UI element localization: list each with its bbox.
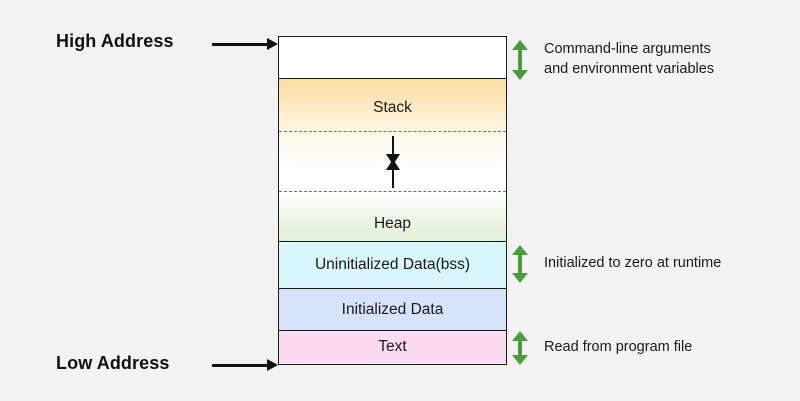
- annotation-text-segment: Read from program file: [512, 331, 692, 365]
- high-address-arrow-icon: [212, 38, 278, 50]
- arrow-tip-down: [512, 355, 528, 365]
- stack-limit-divider: [279, 131, 506, 132]
- annotation-bss: Initialized to zero at runtime: [512, 245, 721, 283]
- arrow-stem: [518, 254, 522, 274]
- segment-command-line-args: [279, 37, 506, 79]
- segment-label: Heap: [373, 215, 412, 232]
- segment-initialized-data: Initialized Data: [279, 289, 506, 331]
- segment-text: Text: [279, 331, 506, 363]
- arrow-tip-down: [512, 273, 528, 283]
- segment-label: Uninitialized Data(bss): [314, 256, 471, 273]
- segment-label: Initialized Data: [341, 300, 444, 318]
- arrow-stem: [391, 168, 395, 188]
- annotation-label: Read from program file: [544, 339, 693, 356]
- arrow-stem: [391, 136, 395, 156]
- arrow-head: [267, 359, 278, 371]
- arrow-head: [267, 38, 278, 50]
- arrow-shaft: [212, 364, 268, 367]
- arrow-tip-up: [512, 331, 528, 341]
- arrow-tip-down: [512, 70, 528, 80]
- arrow-shaft: [212, 43, 268, 46]
- double-arrow-icon: [512, 331, 528, 365]
- arrow-tip: [385, 159, 400, 170]
- annotation-label: Initialized to zero at runtime: [544, 255, 722, 272]
- segment-uninitialized-data-bss: Uninitialized Data(bss): [279, 242, 506, 289]
- arrow-stem: [518, 49, 522, 71]
- low-address-arrow-icon: [212, 359, 278, 371]
- arrow-tip-up: [512, 40, 528, 50]
- annotation-label: Command-line arguments and environment v…: [544, 41, 715, 77]
- memory-map-box: Stack Heap Uninitialized Data(bss) Initi…: [278, 36, 507, 365]
- heap-limit-divider: [279, 191, 506, 192]
- annotation-command-line-args: Command-line arguments and environment v…: [512, 40, 714, 80]
- arrow-tip-up: [512, 245, 528, 255]
- heap-growth-up-arrow-icon: [385, 159, 400, 188]
- segment-label: Stack: [373, 99, 412, 116]
- high-address-label: High Address: [56, 31, 174, 51]
- double-arrow-icon: [512, 245, 528, 283]
- double-arrow-icon: [512, 40, 528, 80]
- arrow-stem: [518, 340, 522, 356]
- low-address-label: Low Address: [56, 353, 170, 373]
- segment-label: Text: [378, 338, 407, 355]
- segment-heap: Heap: [279, 192, 506, 242]
